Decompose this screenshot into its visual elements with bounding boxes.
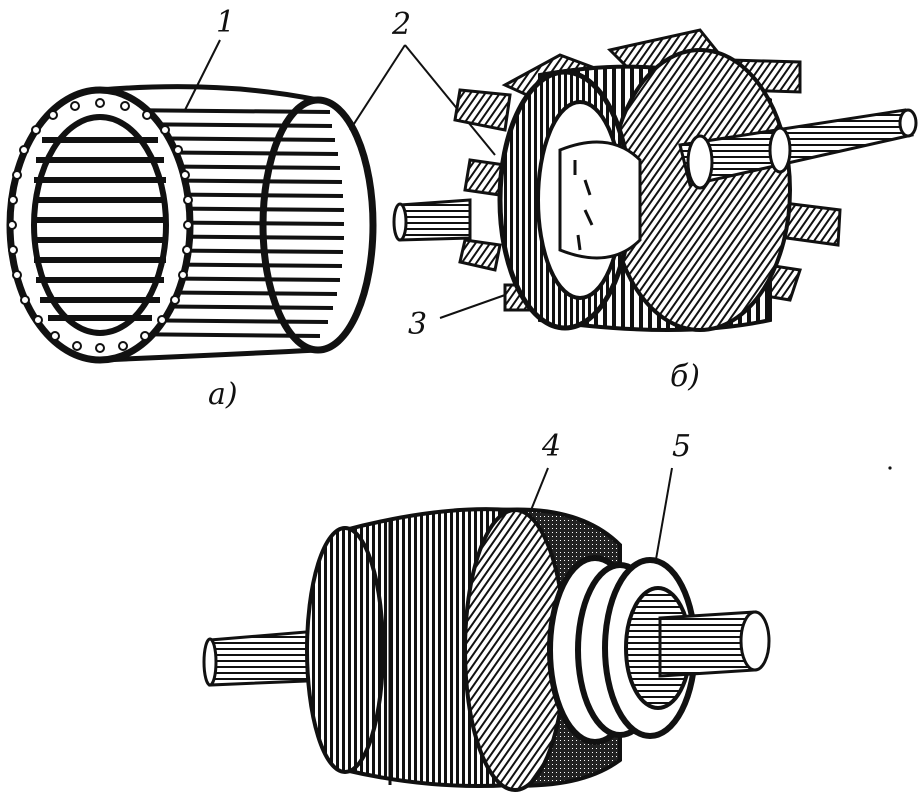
caption-a: a) (208, 377, 238, 412)
caption-b: б) (670, 359, 701, 394)
cage-ring-holes (7, 98, 193, 353)
stray-mark (888, 466, 892, 470)
label-1: 1 (216, 5, 236, 40)
wound-rotor (202, 507, 771, 792)
label-5: 5 (672, 429, 692, 464)
leader-lines (184, 39, 673, 566)
squirrel-cage-rotor (392, 28, 918, 332)
squirrel-cage-winding (6, 84, 377, 364)
label-4: 4 (542, 429, 562, 464)
cage-inner-bars (34, 137, 166, 321)
label-3: 3 (408, 307, 428, 342)
label-2: 2 (392, 7, 412, 42)
